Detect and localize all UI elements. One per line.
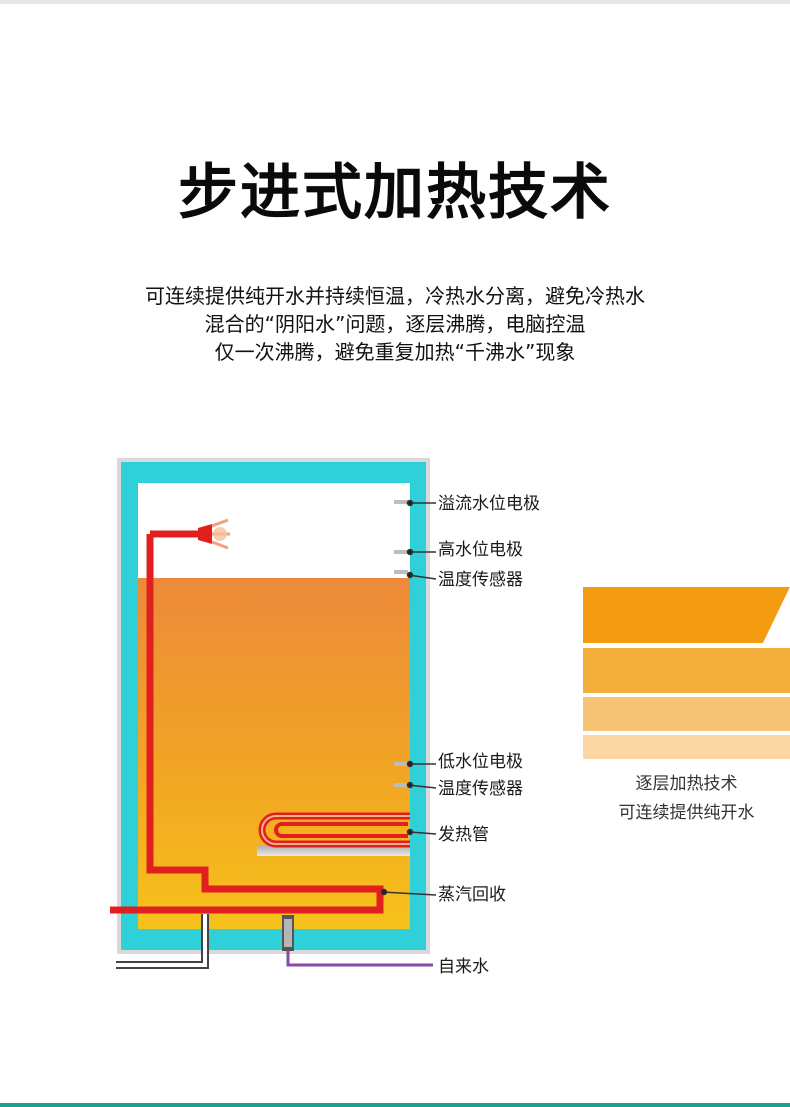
legend-caption-line-2: 可连续提供纯开水 [618, 803, 755, 823]
page-title: 步进式加热技术 [178, 158, 612, 228]
bottom-divider [0, 1103, 790, 1107]
layer-2 [583, 648, 790, 693]
legend-caption: 逐层加热技术 可连续提供纯开水 [583, 770, 790, 828]
tap-water-line [286, 951, 433, 967]
electrodes [394, 500, 408, 787]
heating-tray [257, 846, 410, 856]
label-high-electrode: 高水位电极 [438, 540, 523, 560]
description-line-3: 仅一次沸腾，避免重复加热“千沸水”现象 [214, 340, 576, 364]
steam-mist [213, 527, 227, 541]
label-heating-tube: 发热管 [438, 825, 489, 845]
low-electrode [394, 762, 408, 766]
label-temp-sensor-bottom: 温度传感器 [438, 779, 523, 799]
leader-lines [380, 499, 437, 896]
heating-tube-inner [261, 815, 410, 845]
layer-4 [583, 735, 790, 759]
overflow-electrode [394, 500, 408, 504]
temp-sensor-bottom [394, 783, 408, 787]
water-body [138, 578, 410, 929]
steam-nozzle [198, 524, 212, 544]
label-steam-recovery: 蒸汽回收 [438, 885, 506, 905]
description-line-1: 可连续提供纯开水并持续恒温，冷热水分离，避免冷热水 [145, 284, 645, 308]
layer-1-cut [763, 587, 790, 643]
inlet-valve-core [284, 919, 292, 947]
layer-1 [583, 587, 790, 643]
label-overflow-electrode: 溢流水位电极 [438, 494, 540, 514]
label-temp-sensor-top: 温度传感器 [438, 570, 523, 590]
steam-recovery-pipe [110, 534, 384, 914]
label-low-electrode: 低水位电极 [438, 752, 523, 772]
description-line-2: 混合的“阴阳水”问题，逐层沸腾，电脑控温 [204, 312, 586, 336]
temp-sensor-top [394, 570, 408, 574]
label-tap-water: 自来水 [438, 957, 489, 977]
heating-tube-core [274, 822, 408, 838]
outlet-pipe [116, 914, 207, 967]
layer-3 [583, 697, 790, 731]
layer-legend [583, 587, 790, 759]
description: 可连续提供纯开水并持续恒温，冷热水分离，避免冷热水 混合的“阴阳水”问题，逐层沸… [95, 282, 695, 366]
top-divider [0, 0, 790, 4]
high-electrode [394, 550, 408, 554]
legend-caption-line-1: 逐层加热技术 [635, 774, 738, 794]
